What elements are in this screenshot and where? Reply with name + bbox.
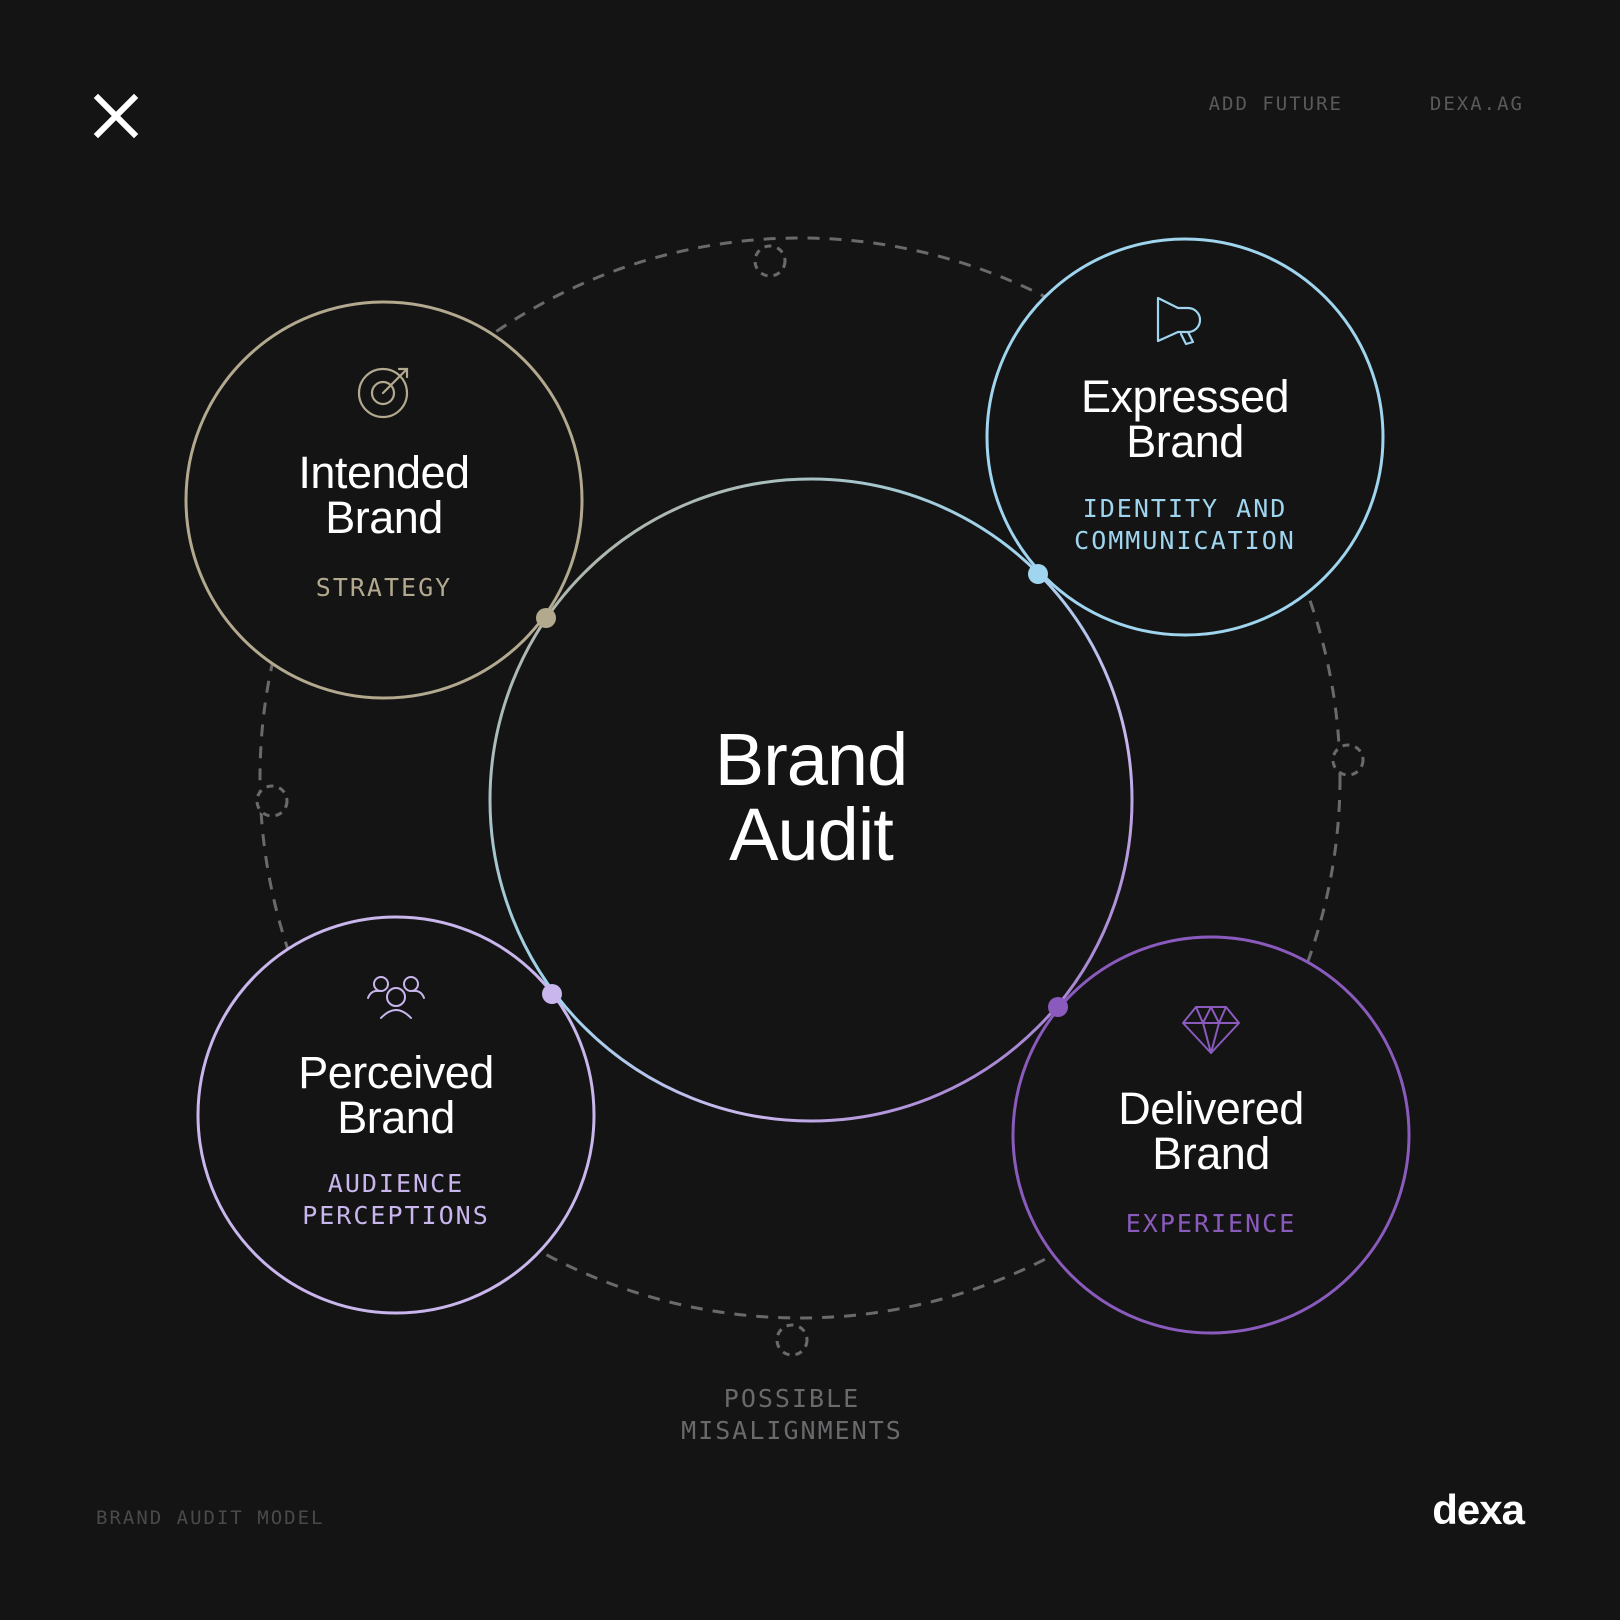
delivered-subtitle: EXPERIENCE bbox=[1126, 1209, 1297, 1238]
close-x-icon[interactable] bbox=[93, 93, 139, 139]
orbit-marker-top bbox=[753, 244, 787, 278]
orbit-marker-bottom bbox=[775, 1323, 809, 1357]
perceived-subtitle-line1: AUDIENCE bbox=[328, 1169, 464, 1198]
intended-title-line2: Brand bbox=[325, 492, 443, 543]
audience-icon bbox=[367, 976, 425, 1019]
orbit-marker-right bbox=[1331, 743, 1365, 777]
expressed-subtitle-line2: COMMUNICATION bbox=[1074, 526, 1296, 555]
delivered-title-line2: Brand bbox=[1152, 1128, 1270, 1179]
misalignment-caption-line1: POSSIBLE bbox=[724, 1384, 860, 1413]
center-title-line2: Audit bbox=[729, 793, 894, 876]
intersection-dot-expressed bbox=[1028, 564, 1048, 584]
expressed-title-line1: Expressed bbox=[1081, 371, 1289, 422]
intended-title-line1: Intended bbox=[298, 447, 469, 498]
perceived-title-line1: Perceived bbox=[298, 1047, 494, 1098]
delivered-title-line1: Delivered bbox=[1118, 1083, 1304, 1134]
perceived-brand-circle bbox=[196, 915, 596, 1315]
intended-subtitle: STRATEGY bbox=[316, 573, 452, 602]
expressed-title-line2: Brand bbox=[1126, 416, 1244, 467]
intersection-dot-intended bbox=[536, 608, 556, 628]
orbit-marker-left bbox=[255, 784, 289, 818]
intersection-dot-delivered bbox=[1048, 997, 1068, 1017]
intersection-dot-perceived bbox=[542, 984, 562, 1004]
misalignment-orbit bbox=[258, 236, 1342, 1320]
dexa-logo[interactable]: dexa bbox=[1432, 1486, 1526, 1533]
diamond-icon bbox=[1182, 1006, 1240, 1054]
delivered-brand-circle bbox=[1011, 935, 1411, 1335]
intended-brand-circle bbox=[184, 300, 584, 700]
nav-link-add-future[interactable]: ADD FUTURE bbox=[1209, 93, 1343, 115]
footer-caption: BRAND AUDIT MODEL bbox=[96, 1507, 324, 1529]
misalignment-caption-line2: MISALIGNMENTS bbox=[681, 1416, 903, 1445]
brand-audit-circle bbox=[488, 477, 1134, 1123]
expressed-subtitle-line1: IDENTITY AND bbox=[1083, 494, 1288, 523]
megaphone-icon bbox=[1156, 296, 1202, 346]
perceived-title-line2: Brand bbox=[337, 1092, 455, 1143]
expressed-brand-circle bbox=[985, 237, 1385, 637]
target-icon bbox=[357, 367, 409, 419]
perceived-subtitle-line2: PERCEPTIONS bbox=[302, 1201, 490, 1230]
center-title-line1: Brand bbox=[715, 718, 907, 801]
nav-link-dexa-ag[interactable]: DEXA.AG bbox=[1430, 93, 1524, 115]
